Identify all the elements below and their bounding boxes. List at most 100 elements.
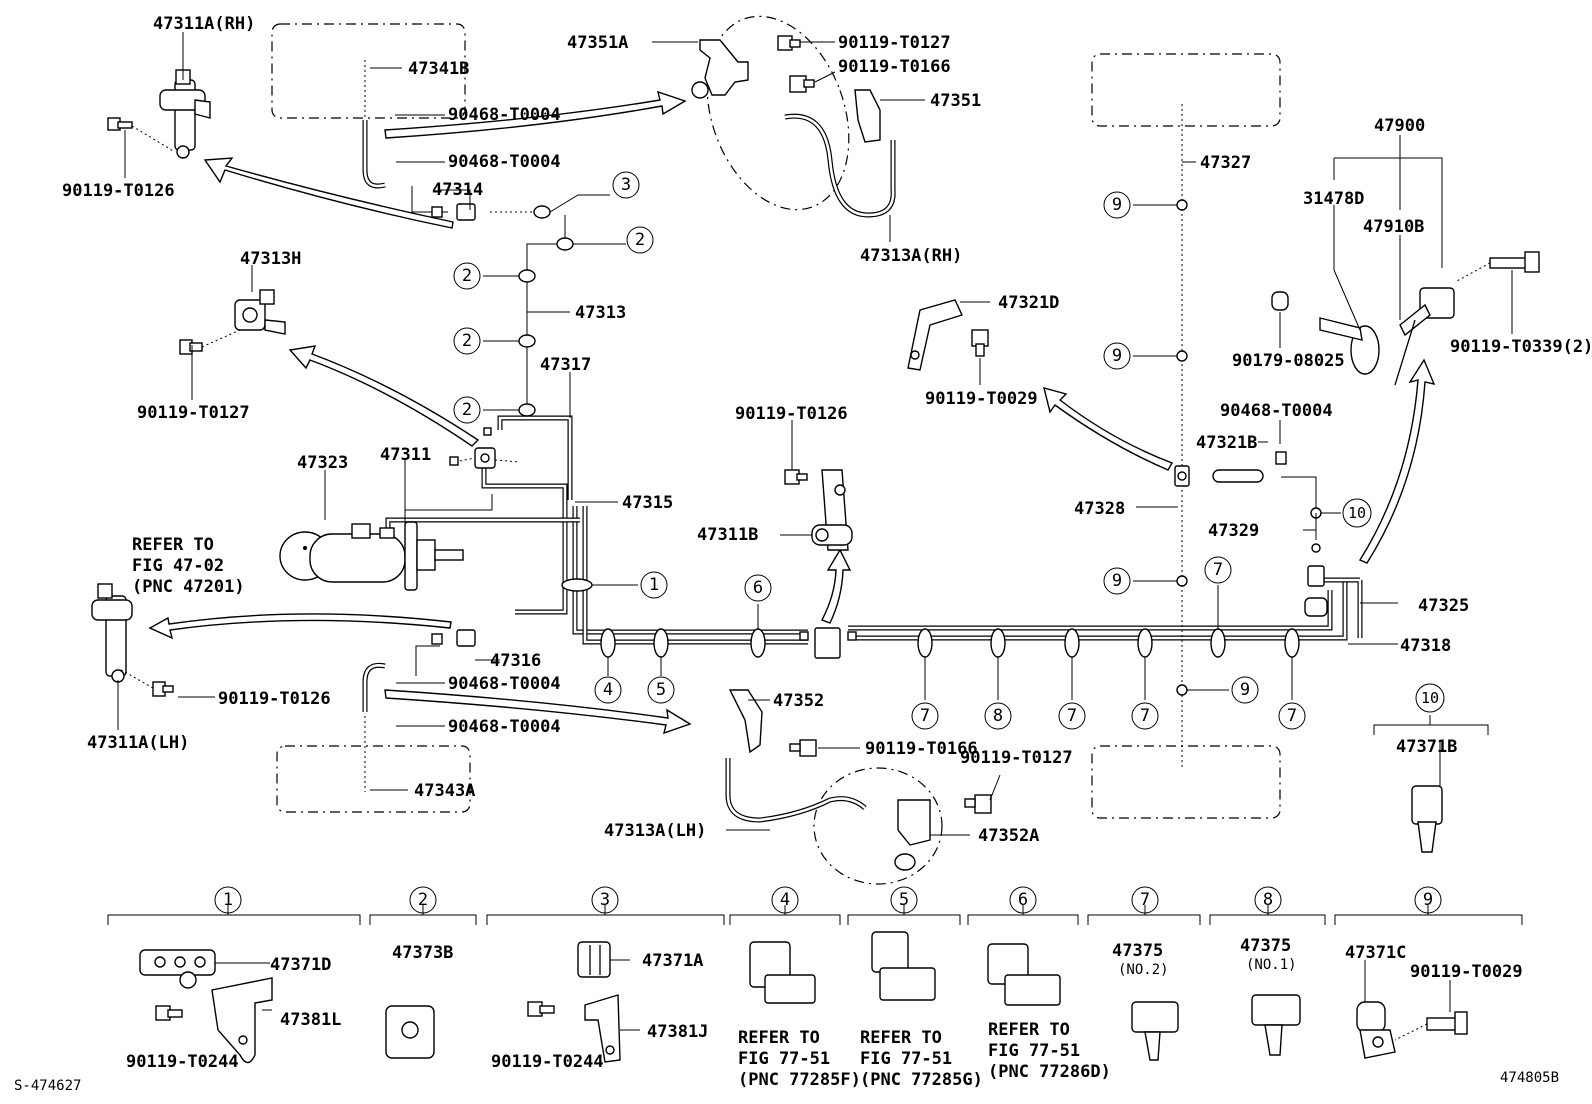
hose-47313A-RH [784, 113, 896, 218]
callout-1: 1 [640, 571, 668, 599]
svg-text:2: 2 [462, 400, 472, 420]
svg-text:2: 2 [635, 230, 645, 250]
label-refer-77286D-l3: (PNC 77286D) [988, 1062, 1111, 1082]
part-47311A-LH [91, 583, 133, 683]
bolt-90119-T0166-top [789, 75, 815, 93]
part-47328 [1174, 465, 1190, 487]
label-90468-T0004-1: 90468-T0004 [448, 105, 561, 125]
part-47311B [811, 469, 853, 551]
arrow-to-47321D [1043, 387, 1174, 471]
label-47325: 47325 [1418, 596, 1469, 616]
label-47371D: 47371D [270, 955, 331, 975]
part-47373B [385, 1005, 435, 1059]
label-47327: 47327 [1200, 153, 1251, 173]
svg-text:2: 2 [462, 266, 472, 286]
svg-text:6: 6 [1018, 890, 1028, 910]
svg-text:4: 4 [780, 890, 790, 910]
arrow-to-47900 [1358, 358, 1436, 564]
callout-4: 4 [771, 886, 799, 914]
svg-text:2: 2 [418, 890, 428, 910]
part-47311 [449, 427, 521, 469]
part-clip-5 [871, 931, 936, 1001]
arrow-to-47313H [288, 345, 480, 447]
bolt-90119-T0244-a [155, 1005, 183, 1021]
callout-1: 1 [214, 886, 242, 914]
label-47371B: 47371B [1396, 737, 1457, 757]
callout-3: 3 [612, 171, 640, 199]
pipe-clip-markers [518, 199, 1322, 696]
label-47316: 47316 [490, 651, 541, 671]
label-47323: 47323 [297, 453, 348, 473]
svg-text:7: 7 [1287, 706, 1297, 726]
svg-text:7: 7 [920, 706, 930, 726]
label-47321B: 47321B [1196, 433, 1257, 453]
callout-9: 9 [1103, 567, 1131, 595]
part-47900 [1319, 287, 1455, 386]
svg-text:10: 10 [1348, 504, 1366, 522]
label-refer-77286D-l2: FIG 77-51 [988, 1041, 1080, 1061]
label-47910B: 47910B [1363, 217, 1424, 237]
label-refer-77285F-l1: REFER TO [738, 1028, 820, 1048]
label-90119-T0029-mid: 90119-T0029 [925, 389, 1038, 409]
label-90119-T0126-lh: 90119-T0126 [218, 689, 331, 709]
callout-2: 2 [626, 226, 654, 254]
label-47311A-LH: 47311A(LH) [87, 733, 189, 753]
part-47352 [728, 689, 763, 754]
label-refer-77285F-l3: (PNC 77285F) [738, 1070, 861, 1090]
label-47315: 47315 [622, 493, 673, 513]
bolt-90119-T0126-rh [107, 117, 176, 153]
part-center-junction [799, 627, 857, 659]
bolt-90119-T0127-left [179, 329, 241, 355]
bolt-90119-T0127-top [777, 35, 801, 51]
bolt-90119-T0029-mid [971, 329, 989, 357]
part-47311A-RH [159, 69, 211, 159]
svg-text:1: 1 [649, 575, 659, 595]
svg-text:8: 8 [1263, 890, 1273, 910]
svg-text:1: 1 [223, 890, 233, 910]
code-right: 474805B [1500, 1070, 1559, 1086]
label-90119-T0127-left: 90119-T0127 [137, 403, 250, 423]
label-47314: 47314 [432, 180, 483, 200]
label-47317: 47317 [540, 355, 591, 375]
label-refer-77285G-l1: REFER TO [860, 1028, 942, 1048]
label-90119-T0244-a: 90119-T0244 [126, 1052, 239, 1072]
label-47321D: 47321D [998, 293, 1059, 313]
callout-9: 9 [1103, 191, 1131, 219]
label-47313H: 47313H [240, 249, 301, 269]
bolt-90119-T0244-b [527, 1001, 555, 1017]
label-47313: 47313 [575, 303, 626, 323]
part-47371B [1411, 785, 1443, 853]
part-47351A [691, 39, 749, 99]
part-47371C [1356, 1001, 1396, 1059]
pipe-47317 [497, 415, 573, 500]
label-refer-fig-47-02-l2: FIG 47-02 [132, 556, 224, 576]
outline-top-right-box [1091, 53, 1281, 127]
callout-2: 2 [453, 396, 481, 424]
label-90119-T0339: 90119-T0339(2) [1450, 337, 1592, 357]
arrow-to-47311B [821, 548, 852, 624]
svg-text:7: 7 [1140, 890, 1150, 910]
callout-circles: 3 2 2 2 2 1 4 5 6 7 8 7 7 7 7 9 9 9 9 10… [214, 171, 1445, 914]
svg-text:5: 5 [656, 680, 666, 700]
label-47375-no2-sub: (NO.2) [1118, 962, 1169, 978]
label-90468-T0004-5: 90468-T0004 [1220, 401, 1333, 421]
part-47375-no2 [1131, 1001, 1179, 1061]
label-90119-T0166-bot: 90119-T0166 [865, 739, 978, 759]
bolt-90119-T0126-mid [784, 469, 808, 485]
outline-bottom-detail-ellipse [813, 767, 943, 885]
label-refer-77286D-l1: REFER TO [988, 1020, 1070, 1040]
callout-7: 7 [1058, 702, 1086, 730]
bolt-90119-T0127-bot [964, 794, 992, 814]
label-47900: 47900 [1374, 116, 1425, 136]
arrow-to-47311A-RH [203, 157, 454, 229]
label-31478D: 31478D [1303, 189, 1364, 209]
part-47313H [234, 289, 286, 335]
label-47341B: 47341B [408, 59, 469, 79]
svg-text:8: 8 [993, 706, 1003, 726]
svg-text:9: 9 [1112, 346, 1122, 366]
svg-text:9: 9 [1112, 195, 1122, 215]
label-47381J: 47381J [647, 1022, 708, 1042]
label-47381L: 47381L [280, 1010, 341, 1030]
label-47343A: 47343A [414, 781, 475, 801]
